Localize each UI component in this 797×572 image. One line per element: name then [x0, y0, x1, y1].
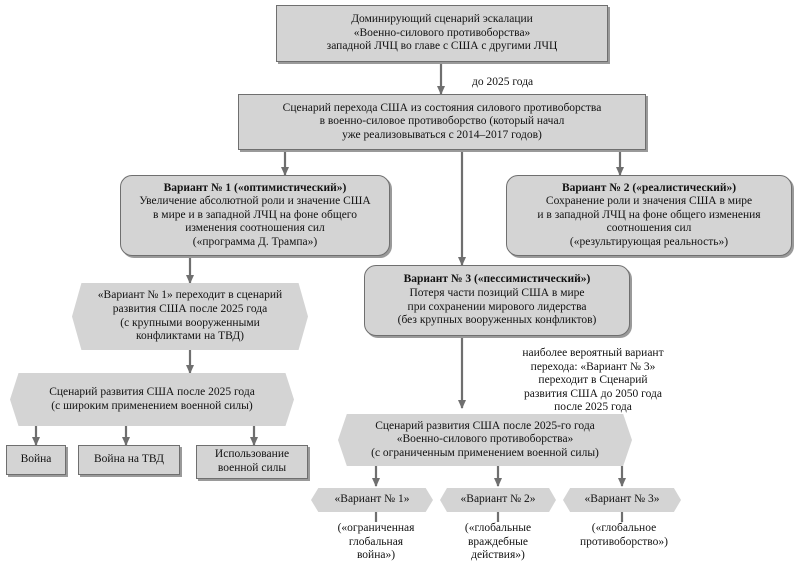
v1-transition-line-4: конфликтами на ТВД)	[135, 330, 245, 343]
note-line-5: после 2025 года	[554, 401, 632, 414]
subvariant3-box: «Вариант № 3»	[563, 488, 681, 512]
war-box: Война	[6, 445, 66, 475]
dominant-scenario-line-3: западной ЛЧЦ во главе с США с другими ЛЧ…	[326, 40, 558, 53]
limited-force-line-3: (с ограниченным применением военной силы…	[371, 446, 599, 459]
transition-scenario-box: Сценарий перехода США из состояния силов…	[238, 94, 646, 150]
variant2-realistic-box: Вариант № 2 («реалистический») Сохранени…	[506, 175, 792, 256]
war-label: Война	[20, 453, 52, 466]
sub3-caption-1: («глобальное	[591, 522, 657, 534]
variant2-line-3: соотношения сил	[606, 222, 692, 235]
variant1-line-4: («программа Д. Трампа»)	[192, 235, 318, 248]
variant3-line-1: Потеря части позиций США в мире	[409, 286, 585, 299]
wide-force-line-1: Сценарий развития США после 2025 года	[49, 385, 255, 398]
v1-transition-line-2: развития США после 2025 года	[112, 302, 268, 315]
subvariant3-label: «Вариант № 3»	[584, 493, 660, 506]
transition-line-3: уже реализовываться с 2014–2017 годов)	[342, 128, 542, 141]
sub1-caption-2: глобальная	[348, 535, 404, 548]
war-tvd-label: Война на ТВД	[94, 453, 164, 466]
use-force-box: Использование военной силы	[196, 445, 308, 479]
limited-force-line-1: Сценарий развития США после 2025-го года	[375, 419, 595, 432]
note-line-3: переходит в Сценарий	[538, 374, 648, 387]
v1-transition-line-3: (с крупными вооруженными	[120, 316, 260, 329]
variant3-line-3: (без крупных вооруженных конфликтов)	[397, 314, 597, 327]
most-probable-note: наиболее вероятный вариант перехода: «Ва…	[488, 347, 698, 415]
limited-force-line-2: «Военно-силового противоборства»	[396, 433, 574, 446]
dominant-scenario-line-1: Доминирующий сценарий эскалации	[351, 13, 533, 26]
variant2-line-4: («результирующая реальность»)	[569, 235, 729, 248]
subvariant1-caption: («ограниченная глобальная война»)	[318, 522, 434, 563]
variant1-line-1: Увеличение абсолютной роли и значение СШ…	[139, 195, 371, 208]
subvariant1-box: «Вариант № 1»	[311, 488, 433, 512]
dominant-scenario-box: Доминирующий сценарий эскалации «Военно-…	[276, 5, 608, 62]
variant3-pessimistic-box: Вариант № 3 («пессимистический») Потеря …	[364, 265, 630, 336]
sub1-caption-3: война»)	[356, 549, 396, 562]
sub2-caption-1: («глобальные	[464, 522, 532, 534]
variant2-line-2: и в западной ЛЧЦ на фоне общего изменени…	[537, 208, 761, 221]
war-tvd-box: Война на ТВД	[78, 445, 180, 475]
use-force-line-1: Использование	[214, 448, 290, 461]
subvariant3-caption: («глобальное противоборство»)	[566, 522, 682, 549]
sub2-caption-2: враждебные	[467, 535, 529, 548]
subvariant2-label: «Вариант № 2»	[460, 493, 536, 506]
variant1-line-2: в мире и в западной ЛЧЦ на фоне общего	[152, 208, 357, 221]
until-2025-label: до 2025 года	[472, 76, 534, 88]
wide-force-line-2: (с широким применением военной силы)	[51, 399, 253, 412]
subvariant2-caption: («глобальные враждебные действия»)	[440, 522, 556, 563]
sub2-caption-3: действия»)	[471, 549, 525, 562]
v1-transition-line-1: «Вариант № 1» переходит в сценарий	[97, 289, 283, 302]
variant2-line-1: Сохранение роли и значения США в мире	[545, 195, 753, 208]
variant1-transition-box: «Вариант № 1» переходит в сценарий разви…	[72, 283, 308, 350]
note-line-1: наиболее вероятный вариант	[522, 347, 664, 359]
note-line-2: перехода: «Вариант № 3»	[530, 360, 656, 373]
transition-line-2: в военно-силовое противоборство (который…	[319, 115, 565, 128]
variant1-optimistic-box: Вариант № 1 («оптимистический») Увеличен…	[120, 175, 390, 256]
variant3-title: Вариант № 3 («пессимистический»)	[403, 273, 591, 286]
dominant-scenario-line-2: «Военно-силового противоборства»	[353, 26, 531, 39]
use-force-line-2: военной силы	[217, 462, 287, 474]
variant1-line-3: изменения соотношения сил	[185, 222, 325, 235]
variant2-title: Вариант № 2 («реалистический»)	[561, 181, 737, 194]
sub1-caption-1: («ограниченная	[337, 522, 415, 534]
limited-force-scenario-box: Сценарий развития США после 2025-го года…	[338, 414, 632, 466]
subvariant2-box: «Вариант № 2»	[440, 488, 556, 512]
variant3-line-2: при сохранении мирового лидерства	[407, 300, 587, 313]
subvariant1-label: «Вариант № 1»	[334, 493, 410, 506]
transition-line-1: Сценарий перехода США из состояния силов…	[282, 101, 602, 114]
sub3-caption-2: противоборство»)	[580, 535, 668, 548]
wide-force-scenario-box: Сценарий развития США после 2025 года (с…	[10, 373, 294, 426]
variant1-title: Вариант № 1 («оптимистический»)	[163, 181, 347, 194]
note-line-4: развития США до 2050 года	[524, 387, 662, 400]
